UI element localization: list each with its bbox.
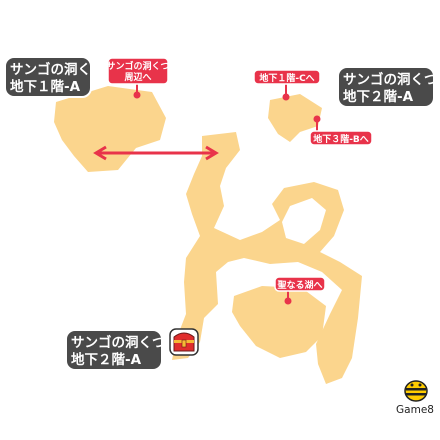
exit-b1c-label: 地下１階-Cへ	[259, 72, 314, 84]
game8-bee-icon	[404, 380, 428, 402]
zone-label-b2a-right-line2: 地下２階-A	[343, 88, 414, 105]
cave-region-upper-left	[54, 86, 166, 172]
exit-cave-outskirts-line1: サンゴの洞くつ	[106, 60, 169, 72]
cave-region-corridor	[172, 132, 362, 384]
zone-label-b2a-current: サンゴの洞くつ 地下２階-A	[65, 329, 166, 371]
zone-label-current-line1: サンゴの洞くつ	[71, 334, 166, 351]
exit-sacred-lake[interactable]: 聖なる湖へ	[274, 276, 326, 305]
exit-cave-outskirts[interactable]: サンゴの洞くつ 周辺へ	[106, 57, 170, 99]
cave-region-south	[232, 286, 326, 358]
treasure-chest-icon[interactable]	[169, 328, 199, 356]
exit-cave-outskirts-line2: 周辺へ	[124, 72, 151, 83]
exit-b1c[interactable]: 地下１階-Cへ	[253, 69, 321, 101]
zone-label-b1a-line2: 地下１階-A	[10, 78, 81, 95]
exit-b3b[interactable]: 地下３階-Bへ	[309, 115, 373, 146]
zone-label-b2a-right-line1: サンゴの洞くつ	[343, 71, 438, 88]
zone-label-current-line2: 地下２階-A	[71, 351, 142, 368]
brand-name: Game8	[396, 404, 434, 416]
zone-label-b1a[interactable]: サンゴの洞くつ 地下１階-A	[4, 56, 105, 98]
exit-b3b-label: 地下３階-Bへ	[313, 133, 369, 145]
exit-sacred-lake-label: 聖なる湖へ	[277, 279, 322, 291]
zone-label-b2a-right[interactable]: サンゴの洞くつ 地下２階-A	[337, 66, 438, 108]
cave-regions	[54, 86, 362, 384]
double-arrow-icon	[93, 145, 219, 161]
zone-label-b1a-line1: サンゴの洞くつ	[10, 61, 105, 78]
cave-ring-hole	[282, 198, 326, 244]
cave-region-upper-right	[268, 94, 322, 142]
